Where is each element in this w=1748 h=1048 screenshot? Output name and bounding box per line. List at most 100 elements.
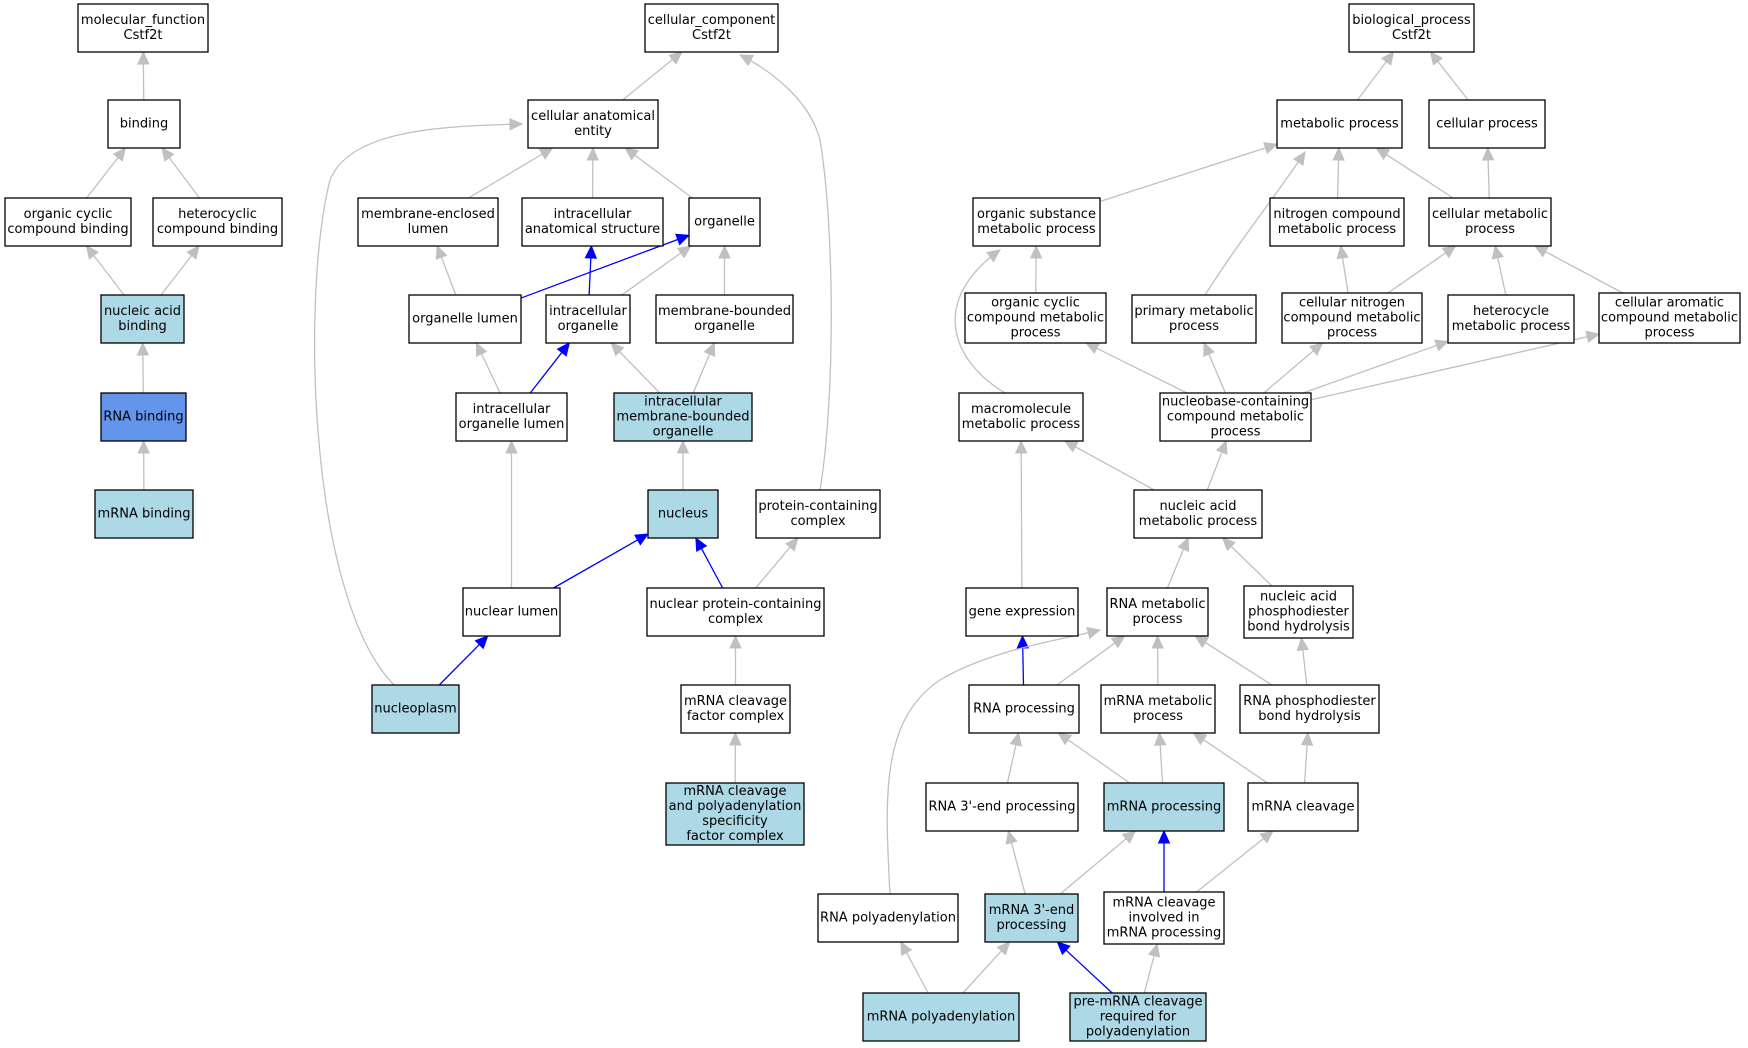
arrowhead [505, 439, 518, 454]
term-node-organelle[interactable]: organelle [688, 197, 761, 247]
edge-mrna_polyA-to-rna_polyA [900, 940, 929, 994]
term-node-nucleoplasm[interactable]: nucleoplasm [371, 684, 460, 734]
arrowhead [1533, 245, 1549, 258]
term-label-line: process [1645, 326, 1695, 341]
edge-rna_processing-to-gene_expr [1016, 634, 1030, 686]
term-label-line: organelle [694, 215, 755, 230]
term-label-line: membrane-bounded [658, 304, 791, 319]
term-node-rna-binding[interactable]: RNA binding [100, 392, 187, 442]
edge-mb_organelle-to-organelle [718, 244, 731, 295]
term-node-rna-polyA[interactable]: RNA polyadenylation [817, 893, 959, 943]
term-label-line: factor complex [686, 829, 784, 844]
term-label-line: cellular nitrogen [1299, 296, 1405, 311]
term-node-mrna-polyA[interactable]: mRNA polyadenylation [862, 992, 1020, 1042]
edge-mrna_binding-to-rna_binding [137, 439, 150, 491]
edge-ic_organelle_lumen-to-ic_organelle [529, 342, 571, 394]
term-label-line: intracellular [473, 402, 551, 417]
arrowhead [1084, 342, 1100, 355]
term-label-line: gene expression [969, 605, 1076, 620]
term-label-line: RNA polyadenylation [820, 911, 956, 926]
term-label-line: cellular anatomical [531, 109, 655, 124]
edge-na_met-to-macromol_met [1063, 440, 1155, 491]
term-node-nuclear-lumen[interactable]: nuclear lumen [462, 587, 561, 637]
arrowhead [676, 245, 692, 259]
arrowhead [1157, 829, 1171, 844]
term-label-line: process [1211, 425, 1261, 440]
term-node-mrna-processing[interactable]: mRNA processing [1103, 782, 1225, 832]
term-node-binding[interactable]: binding [107, 99, 181, 149]
term-node-gene-expr[interactable]: gene expression [965, 587, 1079, 637]
arrowhead [738, 54, 754, 67]
term-label-line: bond hydrolysis [1247, 620, 1350, 635]
term-label-line: mRNA 3'-end [989, 903, 1074, 918]
edge-rna_met-to-na_met [1166, 536, 1190, 589]
term-node-mrna-cleavage[interactable]: mRNA cleavage [1247, 782, 1359, 832]
term-node-rna-processing[interactable]: RNA processing [968, 684, 1080, 734]
term-box [1100, 684, 1216, 734]
term-node-nucleus[interactable]: nucleus [647, 489, 719, 539]
term-node-organelle-lumen[interactable]: organelle lumen [408, 294, 522, 344]
term-label-line: Cstf2t [1392, 28, 1431, 43]
edge-pre_mrna_cleavage-to-mrna_cleav_involved [1143, 942, 1161, 994]
arrowhead [1259, 830, 1274, 844]
arrowhead [1332, 146, 1345, 161]
term-node-rna-3end[interactable]: RNA 3'-end processing [925, 782, 1079, 832]
edge-nuc_pcc-to-pcc [755, 537, 799, 589]
term-box [665, 782, 805, 846]
arrowhead [675, 233, 691, 246]
term-label-line: processing [996, 918, 1066, 933]
arrowhead [1434, 339, 1450, 352]
term-label-line: nitrogen compound [1273, 207, 1400, 222]
term-label-line: Cstf2t [692, 28, 731, 43]
arrowhead [586, 146, 600, 161]
term-box [958, 392, 1084, 442]
arrowhead [161, 147, 175, 162]
arrowhead [634, 533, 650, 546]
term-node-cellular-proc[interactable]: cellular process [1428, 99, 1546, 149]
edge-mrna_cleav_involved-to-mrna_processing [1157, 829, 1171, 892]
arrowhead [556, 342, 571, 357]
term-node-metabolic[interactable]: metabolic process [1276, 99, 1403, 149]
term-label-line: polyadenylation [1086, 1025, 1190, 1040]
arrowhead [718, 244, 731, 259]
term-node-mrna-binding[interactable]: mRNA binding [94, 489, 194, 539]
arrowhead [137, 50, 150, 65]
edge-mrna_cleavage-to-mrna_met [1192, 732, 1268, 784]
